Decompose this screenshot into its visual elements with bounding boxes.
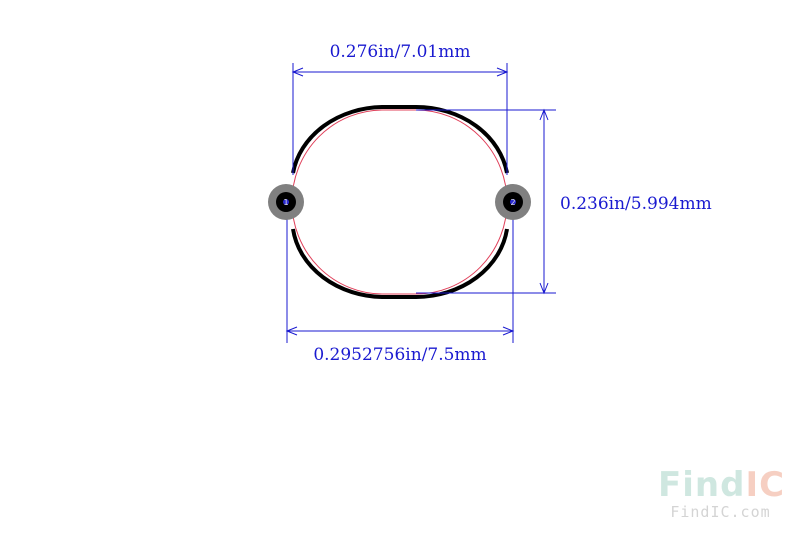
silkscreen-bottom-arc: [291, 228, 509, 299]
component-body-outline: [291, 109, 508, 295]
bottom-width-label: 0.2952756in/7.5mm: [313, 345, 486, 365]
findic-url: FindIC.com: [670, 503, 771, 521]
pad-1-label: 1: [283, 198, 288, 207]
silkscreen-top-arc: [291, 104, 509, 174]
top-width-label: 0.276in/7.01mm: [330, 42, 471, 62]
pad-2: 2: [495, 184, 531, 220]
height-dimension: [416, 108, 556, 295]
findic-logo: FindIC: [658, 465, 786, 505]
height-label: 0.236in/5.994mm: [560, 194, 712, 214]
pad-1: 1: [268, 184, 304, 220]
top-width-dimension: [291, 63, 509, 175]
pad-2-label: 2: [510, 198, 515, 207]
findic-watermark: FindIC FindIC.com: [658, 465, 786, 521]
bottom-width-dimension: [285, 203, 515, 343]
